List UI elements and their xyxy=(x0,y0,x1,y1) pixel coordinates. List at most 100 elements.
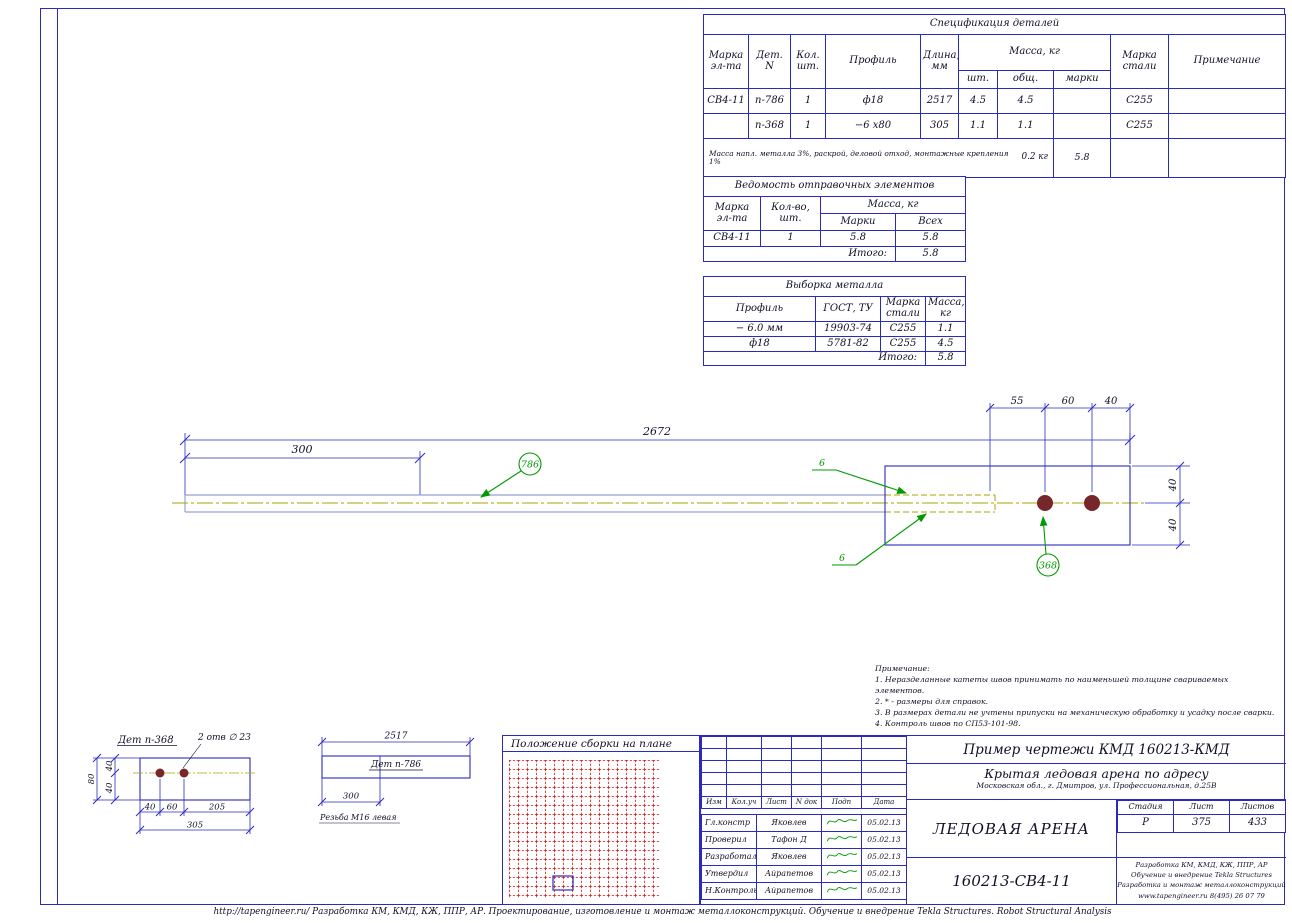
shipping-table: Ведомость отправочных элементов Марка эл… xyxy=(702,176,967,262)
plan-grid xyxy=(509,760,659,898)
sign-role: Проверил xyxy=(701,831,757,849)
spec-cell-marka: СВ4-11 xyxy=(703,88,749,114)
balloon-plate-label: 368 xyxy=(1039,561,1057,572)
detail-368-dim-lines xyxy=(93,757,251,834)
metal-cell-gost: 5781-82 xyxy=(815,336,881,352)
metal-col-gost: ГОСТ, ТУ xyxy=(815,296,881,322)
company-cell: Разработка КМ, КМД, КЖ, ППР, АР Обучение… xyxy=(1116,858,1286,904)
spec-col-det: Дет. N xyxy=(748,34,791,89)
rev-col-data: Дата xyxy=(861,796,907,809)
spec-cell-steel: С255 xyxy=(1110,88,1169,114)
sign-role: Утвердил xyxy=(701,865,757,883)
object-address: Московская обл., г. Дмитров, ул. Професс… xyxy=(976,781,1217,790)
sign-name: Тафон Д xyxy=(756,831,822,849)
main-drawing: 2672 300 55 60 40 40 40 786 368 6 6 xyxy=(172,396,1190,577)
shipping-table-title: Ведомость отправочных элементов xyxy=(702,176,967,197)
rev-col-ndok: N док xyxy=(791,796,822,809)
callout-texts: 786 368 6 6 xyxy=(521,458,1057,572)
sign-role: Гл.констр xyxy=(701,814,757,832)
note-item: 1. Неразделанные катеты швов принимать п… xyxy=(875,675,1229,695)
signature-scribble xyxy=(826,819,857,825)
spec-footer-total: 5.8 xyxy=(1053,138,1111,178)
holes-note-leader xyxy=(182,743,202,769)
sign-signature xyxy=(821,865,862,883)
signature-scribble xyxy=(826,870,857,876)
metal-table-title: Выборка металла xyxy=(702,276,967,297)
stage-label: Стадия xyxy=(1117,800,1174,815)
shipping-col-marki: Марки xyxy=(820,213,896,231)
shipping-col-qty: Кол-во, шт. xyxy=(760,196,821,231)
sign-date: 05.02.13 xyxy=(861,882,907,900)
spec-row: СВ4-11 п-786 1 ф18 2517 4.5 4.5 С255 xyxy=(703,88,1287,114)
callout-lines xyxy=(480,452,1060,577)
signature-row: Гл.констр Яковлев 05.02.13 xyxy=(701,814,907,832)
dimension-texts: 2672 300 55 60 40 40 40 xyxy=(292,396,1180,532)
dim-top-1: 55 xyxy=(1011,396,1024,407)
weld-size-top: 6 xyxy=(819,458,825,469)
spec-col-mass-total: общ. xyxy=(997,70,1054,89)
spec-cell-det: п-786 xyxy=(748,88,791,114)
rev-col-koluch: Кол.уч xyxy=(726,796,762,809)
shipping-cell-marki: 5.8 xyxy=(820,230,896,247)
spec-cell-empty xyxy=(1167,138,1287,178)
doc-number: 160213-СВ4-11 xyxy=(952,872,1071,890)
sign-name: Айрапетов xyxy=(756,865,822,883)
sign-role: Разработал xyxy=(701,848,757,866)
detail-hole-2 xyxy=(179,768,189,778)
dim-left-segment: 300 xyxy=(292,443,313,456)
shipping-total-value: 5.8 xyxy=(894,246,967,262)
sign-date: 05.02.13 xyxy=(861,865,907,883)
project-title-cell: Пример чертежи КМД 160213-КМД xyxy=(906,736,1286,764)
dim-368-width: 305 xyxy=(187,821,203,831)
spec-footer-note-cell: Масса напл. металла 3%, раскрой, деловой… xyxy=(703,138,1054,178)
spec-col-profile: Профиль xyxy=(825,34,921,89)
detail-786-drawing: Дет п-786 2517 300 Резьба М16 левая xyxy=(317,732,475,824)
metal-cell-mass: 1.1 xyxy=(924,321,967,337)
metal-table: Выборка металла Профиль ГОСТ, ТУ Марка с… xyxy=(702,276,967,366)
detail-368-dim-texts: 80 40 40 40 60 205 305 xyxy=(87,760,225,830)
title-block: Изм Кол.уч Лист N док Подп Дата Гл.конст… xyxy=(700,735,1286,905)
plan-grid-area xyxy=(509,760,659,898)
spec-cell-mass-pc: 1.1 xyxy=(958,113,998,139)
detail-368-label: Дет п-368 xyxy=(117,735,174,746)
spec-cell-mass-marki xyxy=(1053,88,1111,114)
sign-date: 05.02.13 xyxy=(861,814,907,832)
frame-left-margin-line xyxy=(57,8,58,905)
sign-date: 05.02.13 xyxy=(861,831,907,849)
dim-right-top: 40 xyxy=(1168,478,1179,492)
spec-cell-length: 305 xyxy=(920,113,959,139)
sign-signature xyxy=(821,814,862,832)
spec-cell-note xyxy=(1167,113,1287,139)
balloon-368-circle xyxy=(1036,553,1060,577)
sign-name: Айрапетов xyxy=(756,882,822,900)
sign-role: Н.Контроль xyxy=(701,882,757,900)
dim-top-2: 60 xyxy=(1062,396,1075,407)
company-line: Разработка и монтаж металлоконструкций xyxy=(1117,881,1286,890)
dim-overall: 2672 xyxy=(642,425,671,438)
rod-786 xyxy=(172,494,1145,513)
spec-cell-marka xyxy=(703,113,749,139)
note-item: 2. * - размеры для справок. xyxy=(875,697,989,706)
dim-368-b3: 205 xyxy=(208,803,225,813)
sheet-value: 375 xyxy=(1173,814,1230,833)
dim-368-h-top: 40 xyxy=(105,760,115,772)
detail-hole-1 xyxy=(155,768,165,778)
spec-col-marka: Марка эл-та xyxy=(703,34,749,89)
sign-name: Яковлев xyxy=(756,814,822,832)
plate-368-outline xyxy=(884,465,1131,546)
hole-2 xyxy=(1084,495,1100,511)
spec-cell-steel: С255 xyxy=(1110,113,1169,139)
metal-total-row: Итого: 5.8 xyxy=(703,351,967,366)
spec-cell-note xyxy=(1167,88,1287,114)
metal-col-profile: Профиль xyxy=(703,296,816,322)
revision-row xyxy=(701,748,907,761)
spec-col-mass-marki: марки xyxy=(1053,70,1111,89)
spec-cell-det: п-368 xyxy=(748,113,791,139)
shipping-col-mass: Масса, кг xyxy=(819,196,967,214)
shipping-cell-all: 5.8 xyxy=(894,230,967,247)
drawing-name-cell: ЛЕДОВАЯ АРЕНА xyxy=(906,800,1116,858)
shipping-row: СВ4-11 1 5.8 5.8 xyxy=(703,230,967,247)
spec-row: п-368 1 −6 х80 305 1.1 1.1 С255 xyxy=(703,113,1287,139)
signature-scribble xyxy=(826,836,857,842)
dim-368-h-bottom: 40 xyxy=(105,782,115,794)
